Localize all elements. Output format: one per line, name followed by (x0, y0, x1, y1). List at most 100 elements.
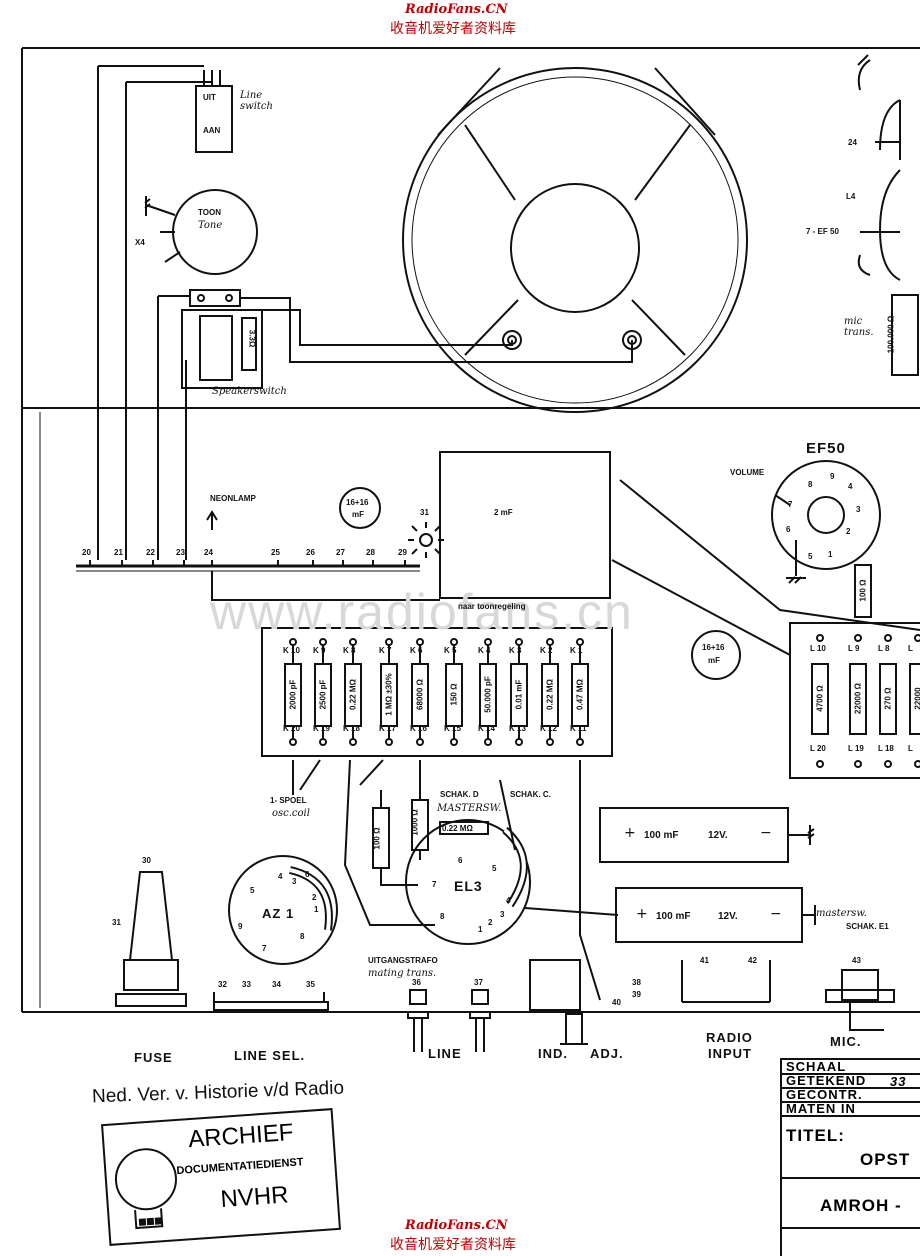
panel-label-mic: MIC. (830, 1034, 862, 1049)
l-resistor (879, 663, 897, 735)
k-top-label: K 4 (478, 646, 491, 655)
k-terminal-bottom (416, 738, 424, 746)
k-bottom-label: K 15 (444, 724, 461, 733)
tb-opst: OPST (860, 1150, 911, 1169)
l-terminal-top (914, 634, 920, 642)
k-resistor-board (261, 627, 613, 795)
tone-control (144, 189, 258, 275)
el3-pin: 3 (500, 910, 505, 919)
el3-pin: 8 (440, 912, 445, 921)
right-terminal-24: 24 (848, 138, 857, 147)
capacitors (339, 451, 816, 943)
el3-pin: 7 (432, 880, 437, 889)
terminal-number: 24 (204, 548, 213, 557)
l-terminal-top (854, 634, 862, 642)
el-cap-minus: − (760, 825, 772, 841)
az1-pin: 1 (314, 905, 319, 914)
ef50-pin: 6 (786, 525, 791, 534)
k-value-label: 2500 pF (318, 679, 328, 710)
terminal-number: 42 (748, 956, 757, 965)
terminal-number: 37 (474, 978, 483, 987)
schak-d-note: MASTERSW. (437, 803, 502, 814)
ef50-pin: 2 (846, 527, 851, 536)
resistor-1000-label: 1000 Ω (410, 809, 420, 836)
el-cap-volt: 12V. (718, 911, 738, 922)
panel-label-ind: IND. (538, 1046, 568, 1061)
watermark-center: www.radiofans.cn (210, 584, 634, 640)
panel-label-adj: ADJ. (590, 1046, 624, 1061)
k-value-label: 0.22 MΩ (348, 679, 358, 710)
stamp-line3: NVHR (219, 1181, 290, 1214)
k-resistor (510, 663, 528, 727)
k-top-label: K 10 (283, 646, 300, 655)
k-terminal-bottom (385, 738, 393, 746)
l-terminal-bottom (816, 760, 824, 768)
k-bottom-label: K 17 (379, 724, 396, 733)
chassis-outline (21, 47, 920, 1013)
k-value-label: 0.01 mF (514, 679, 524, 710)
l-value-label: 270 Ω (883, 687, 893, 710)
terminal-number: 32 (218, 980, 227, 989)
k-value-label: 150 Ω (449, 683, 459, 706)
terminal-number: 38 (632, 978, 641, 987)
stamp-logo (114, 1148, 177, 1230)
k-resistor (380, 663, 398, 727)
k-top-label: K 8 (343, 646, 356, 655)
ef50-pin: 1 (828, 550, 833, 559)
terminal-number: 21 (114, 548, 123, 557)
k-resistor (479, 663, 497, 727)
az1-pin: 7 (262, 944, 267, 953)
l-value-label: 4700 Ω (815, 685, 825, 712)
adjustment-pot (529, 959, 588, 1045)
az1-pin: 4 (278, 872, 283, 881)
resistor-022-label: 0.22 MΩ (442, 824, 473, 833)
l-terminal-bottom (854, 760, 862, 768)
line-switches (407, 989, 491, 1052)
tb-titel: TITEL: (786, 1126, 845, 1145)
watermark-top-cn: 收音机爱好者资料库 (390, 21, 516, 37)
uitgangstrafo-note: mating trans. (368, 968, 437, 979)
cap-16-right-unit: mF (708, 656, 720, 665)
el3-pin: 4 (506, 896, 511, 905)
terminal-number: 40 (612, 998, 621, 1007)
k-top-label: K 9 (313, 646, 326, 655)
az1-pin: 6 (305, 870, 310, 879)
k-bottom-label: K 18 (343, 724, 360, 733)
panel-label-line: LINE (428, 1046, 462, 1061)
ef50-volume-label: VOLUME (730, 468, 765, 477)
az1-pin: 2 (312, 893, 317, 902)
cap-16-top-value: 16+16 (346, 498, 369, 507)
l-terminal-bottom (884, 760, 892, 768)
terminal-strip (76, 510, 440, 601)
right-upper-components (857, 54, 919, 376)
resistor-100-label: 100 Ω (372, 827, 382, 850)
fuse-holder (115, 871, 187, 1007)
loudspeaker (402, 67, 748, 413)
spoel-label: 1- SPOEL (270, 796, 307, 805)
tb-maten: MATEN IN (786, 1101, 856, 1116)
panel-label-input: INPUT (708, 1046, 752, 1061)
terminal-number: 43 (852, 956, 861, 965)
k-bottom-label: K 14 (478, 724, 495, 733)
k-top-label: K 7 (379, 646, 392, 655)
ef50-pin: 5 (808, 552, 813, 561)
panel-label-line-sel: LINE SEL. (234, 1048, 306, 1063)
k-terminal-bottom (515, 738, 523, 746)
archive-stamp: ARCHIEF DOCUMENTATIEDIENST NVHR (101, 1108, 341, 1246)
tone-terminal-x4: X4 (135, 238, 145, 247)
el-cap-value: 100 mF (656, 911, 691, 922)
terminal-number: 31 (112, 918, 121, 927)
k-resistor (344, 663, 362, 727)
k-bottom-label: K 12 (540, 724, 557, 733)
ef50-pin: 7 (788, 500, 793, 509)
mastersw-note: mastersw. (816, 908, 867, 919)
terminal-number: 26 (306, 548, 315, 557)
l-value-label: 22000 Ω (853, 683, 863, 714)
title-block-grid (780, 1058, 920, 1256)
l-bottom-label: L 20 (810, 744, 826, 753)
ef50-resistor-100: 100 Ω (858, 579, 868, 602)
tube-ef50-socket (611, 460, 920, 656)
indicator-lamp (408, 522, 444, 558)
mic-jack (825, 969, 895, 1031)
switch-aan-label: AAN (203, 126, 221, 135)
